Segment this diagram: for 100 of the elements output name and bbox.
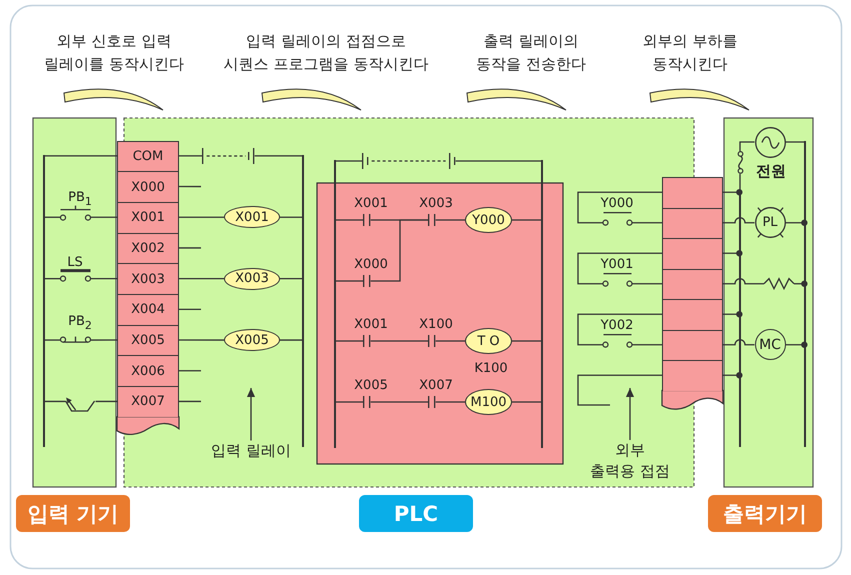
terminal-cell	[662, 330, 723, 360]
wire	[336, 340, 364, 342]
step-heading: 출력 릴레이의 동작을 전송한다	[476, 31, 586, 75]
contact-icon	[602, 334, 632, 348]
wire	[336, 401, 364, 403]
section-badge: 출력기기	[708, 495, 822, 532]
wire	[179, 216, 224, 218]
push-button-icon	[60, 204, 91, 220]
contact-icon	[363, 275, 371, 287]
power-label: 전원	[756, 162, 786, 180]
wire	[456, 160, 542, 162]
coil-symbol: MC	[754, 329, 786, 360]
wire	[794, 280, 808, 287]
section-badge: PLC	[359, 495, 473, 532]
terminal-cell: X007	[117, 386, 179, 417]
sensor-switch-icon	[65, 397, 96, 412]
callout-text: 입력 릴레이	[211, 440, 291, 462]
wire	[436, 401, 465, 403]
wire	[44, 216, 60, 218]
wire	[739, 174, 741, 192]
setting-label: K100	[474, 361, 508, 377]
contact-icon	[428, 396, 436, 408]
lamp-symbol: PL	[754, 207, 786, 238]
terminal-cell	[662, 299, 723, 330]
contact-icon	[602, 273, 632, 287]
terminal-cell: X005	[117, 324, 179, 356]
step-heading: 입력 릴레이의 접점으로 시퀀스 프로그램을 동작시킨다	[223, 31, 429, 75]
wire	[179, 247, 201, 249]
ac-source-icon	[754, 126, 786, 158]
contact-label: Y002	[600, 318, 634, 334]
wire	[577, 192, 662, 224]
terminal-cell: X001	[117, 202, 179, 233]
wire	[723, 339, 754, 346]
step-heading: 외부의 부하를 동작시킨다	[642, 31, 738, 75]
limit-switch-icon	[60, 269, 91, 282]
terminal-cell: X002	[117, 232, 179, 264]
wire	[91, 339, 117, 341]
contact-label: Y001	[600, 256, 634, 273]
wire	[577, 374, 662, 406]
terminal-cell	[662, 208, 723, 238]
wire	[577, 314, 662, 346]
terminal-cell: X004	[117, 294, 179, 325]
fuse-icon	[736, 151, 744, 174]
switch-label: PB$_{1}$	[68, 190, 92, 206]
wire	[336, 219, 364, 221]
wire	[336, 160, 362, 162]
wire	[786, 220, 808, 226]
leader-arrow	[626, 388, 634, 440]
wire	[179, 370, 201, 372]
wire	[179, 278, 224, 280]
battery-icon	[202, 148, 255, 164]
wire	[254, 155, 302, 156]
wire	[336, 280, 364, 282]
wire	[91, 278, 117, 280]
wire	[370, 219, 428, 282]
wire	[739, 141, 754, 152]
contact-label: X001	[354, 317, 388, 333]
wire	[723, 311, 742, 318]
leader-arrow	[246, 388, 256, 440]
wire	[512, 340, 542, 342]
wire	[44, 278, 60, 280]
wire	[44, 400, 66, 402]
wire	[370, 340, 428, 342]
wire	[280, 216, 302, 218]
wire	[280, 339, 302, 341]
wire	[179, 155, 202, 156]
wire	[436, 340, 465, 342]
contact-icon	[428, 335, 436, 347]
wire	[632, 344, 662, 346]
terminal-cell: X003	[117, 263, 179, 294]
wire	[723, 372, 742, 378]
wire	[786, 141, 804, 143]
callout-text: 외부 출력용 접점	[590, 440, 670, 482]
wire	[512, 401, 542, 403]
wire	[179, 308, 201, 310]
terminal-cell	[662, 268, 723, 299]
contact-label: X003	[419, 196, 453, 212]
wire	[96, 400, 117, 402]
contact-label: X001	[354, 196, 388, 212]
wire	[179, 339, 224, 341]
terminal-cell: X000	[117, 171, 179, 202]
contact-label: X000	[354, 257, 388, 273]
resistor-icon	[764, 278, 794, 290]
section-badge: 입력 기기	[16, 495, 130, 532]
wire	[723, 189, 742, 196]
contact-icon	[363, 214, 371, 226]
wire	[632, 283, 662, 284]
wire	[512, 219, 542, 221]
switch-label: LS	[67, 255, 83, 271]
terminal-cell: X006	[117, 355, 179, 386]
contact-label: X100	[419, 317, 453, 333]
push-button-icon	[60, 336, 91, 344]
terminal-cell	[662, 238, 723, 268]
contact-label: Y000	[600, 196, 634, 212]
wire	[280, 278, 302, 280]
terminal-cell	[662, 177, 723, 208]
switch-label: PB$_{2}$	[68, 314, 92, 330]
battery-icon	[362, 153, 456, 169]
wire	[786, 342, 808, 348]
wire	[723, 250, 742, 256]
